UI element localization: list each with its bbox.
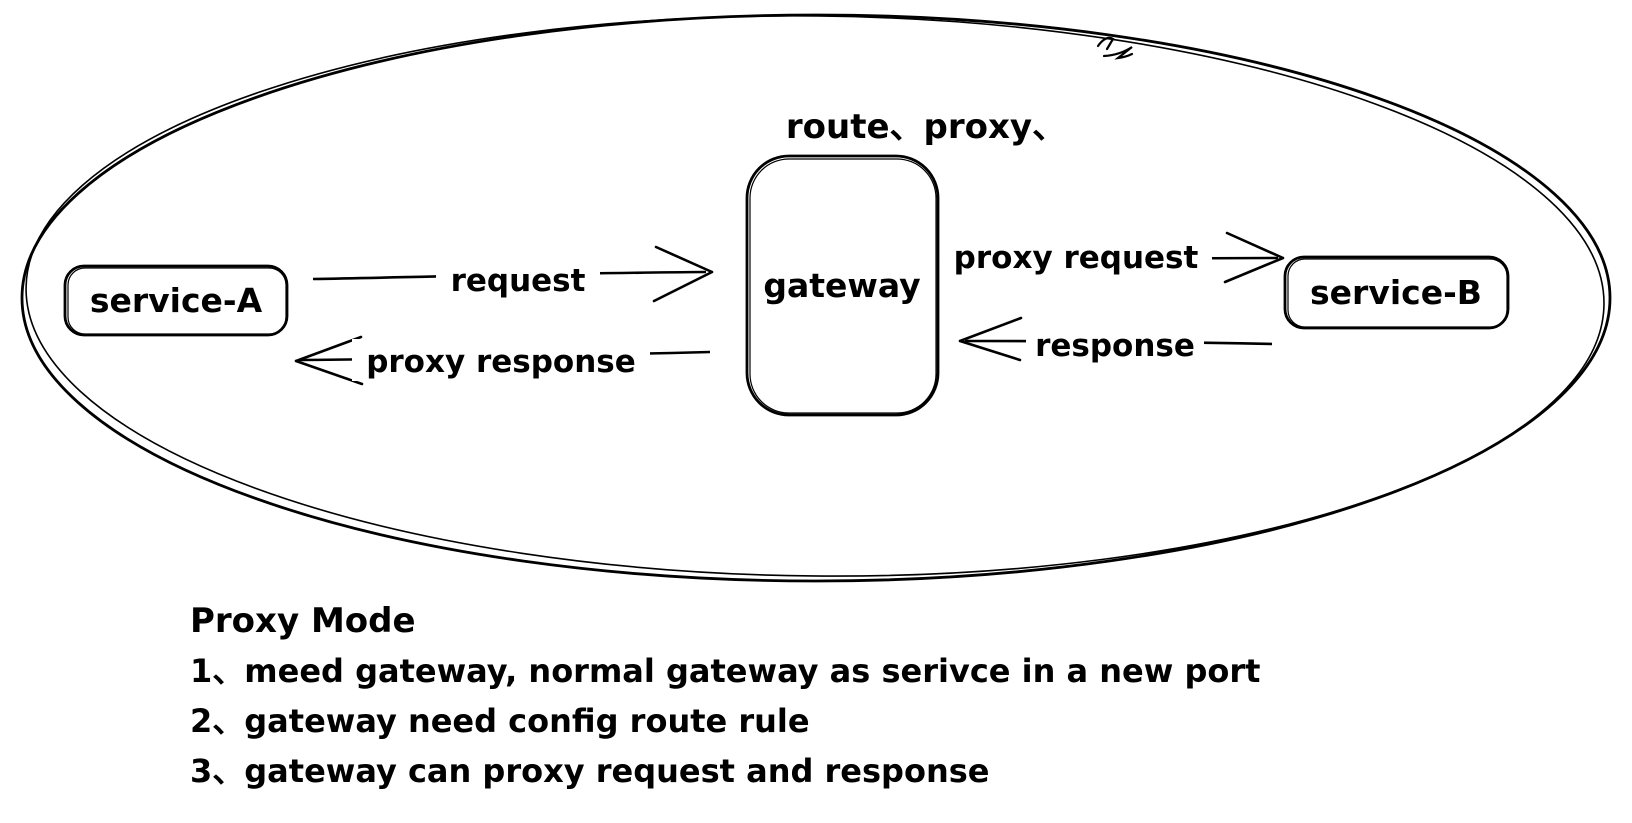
pen-squiggle [1096, 36, 1134, 60]
arrow-response: response [958, 316, 1273, 365]
system-boundary-ellipse [20, 13, 1612, 583]
node-service-b-label: service-B [1310, 273, 1482, 312]
arrow-proxy-request-label: proxy request [954, 240, 1199, 276]
notes-block: Proxy Mode 1、meed gateway, normal gatewa… [190, 596, 1260, 796]
arrow-proxy-response-label: proxy response [366, 344, 636, 380]
node-gateway-label: gateway [763, 266, 920, 305]
gateway-caption: route、proxy、 [786, 107, 1066, 147]
notes-item-2: 2、gateway need config route rule [190, 702, 810, 740]
node-service-a-label: service-A [90, 281, 263, 320]
notes-item-1: 1、meed gateway, normal gateway as serivc… [190, 652, 1261, 690]
arrow-request: request [312, 245, 714, 303]
node-service-a: service-A [63, 264, 289, 337]
arrow-request-label: request [451, 263, 586, 299]
notes-title: Proxy Mode [190, 601, 416, 641]
arrow-proxy-response: proxy response [294, 335, 711, 386]
arrow-proxy-request: proxy request [939, 230, 1285, 284]
node-gateway: gateway [745, 154, 940, 417]
node-service-b: service-B [1283, 255, 1510, 330]
arrow-response-label: response [1035, 328, 1195, 364]
notes-item-3: 3、gateway can proxy request and response [190, 752, 990, 790]
